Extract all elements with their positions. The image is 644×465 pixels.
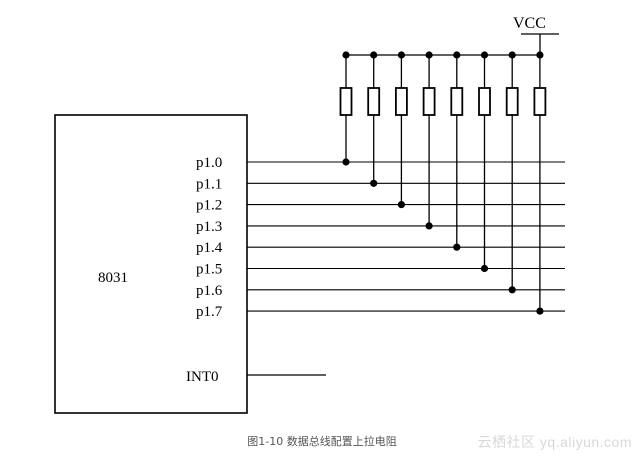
- pin-label-p1-2: p1.2: [196, 198, 222, 214]
- pullup-resistors: [339, 55, 547, 315]
- pin-label-p1-6: p1.6: [196, 283, 223, 299]
- chip-label: 8031: [98, 270, 128, 286]
- pullup-resistor-8: [533, 87, 547, 116]
- pullup-resistor-2: [367, 87, 381, 116]
- pin-label-p1-7: p1.7: [196, 304, 223, 320]
- chip-8031: [54, 114, 248, 414]
- watermark: 云栖社区 yq.aliyun.com: [477, 434, 632, 450]
- pin-label-p1-3: p1.3: [196, 219, 222, 235]
- bus-lines: [247, 161, 565, 312]
- rail-junctions: [342, 51, 544, 59]
- bus-junction-p1-1: [370, 179, 378, 187]
- bus-junction-p1-3: [425, 222, 433, 230]
- pin-labels: p1.0 p1.1 p1.2 p1.3 p1.4 p1.5 p1.6 p1.7: [196, 155, 223, 320]
- pin-label-p1-0: p1.0: [196, 155, 222, 171]
- pin-label-p1-5: p1.5: [196, 262, 222, 278]
- bus-junction-p1-2: [397, 201, 405, 209]
- bus-junction-p1-6: [508, 286, 516, 294]
- bus-junction-p1-0: [342, 158, 350, 166]
- pullup-resistor-6: [478, 87, 491, 116]
- pullup-resistor-3: [394, 87, 408, 116]
- pin-label-p1-1: p1.1: [196, 176, 222, 192]
- int0-label: INT0: [186, 369, 219, 385]
- bus-junction-p1-5: [480, 264, 489, 273]
- pullup-resistor-4: [422, 87, 436, 116]
- pullup-resistor-5: [450, 87, 464, 116]
- bus-junction-p1-4: [453, 243, 461, 251]
- pullup-resistor-7: [505, 87, 519, 116]
- figure-caption: 图1-10 数据总线配置上拉电阻: [247, 435, 397, 448]
- pullup-resistor-1: [339, 87, 353, 116]
- bus-junction-p1-7: [536, 307, 544, 315]
- vcc-label: VCC: [513, 15, 546, 32]
- pin-label-p1-4: p1.4: [196, 240, 223, 256]
- schematic-diagram: VCC 8031 p1.0p1.1p1.2p1.3p1.4p1.5p1.6p1.…: [54, 15, 565, 414]
